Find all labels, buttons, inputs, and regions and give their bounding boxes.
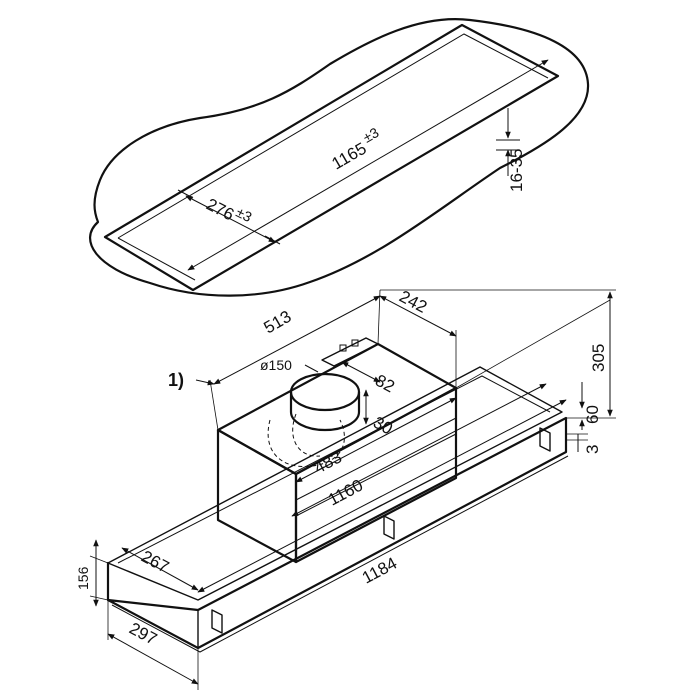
dim-total-height: 305	[380, 289, 616, 419]
svg-text:±3: ±3	[234, 204, 255, 225]
cutout-width-label: 276 ±3	[203, 195, 255, 226]
svg-text:297: 297	[126, 619, 160, 649]
cutout-length-dim-line	[187, 59, 549, 271]
motor-housing-front	[216, 428, 298, 564]
svg-text:1165: 1165	[329, 139, 370, 174]
dim-front-height: 156	[75, 539, 109, 607]
svg-text:30: 30	[370, 413, 396, 439]
duct-rim-top	[289, 372, 361, 412]
frame-top-face	[107, 366, 563, 601]
cutout-dims: 276 ±3 1165 ±3	[177, 59, 549, 271]
duct-connector	[267, 372, 361, 467]
svg-text:1): 1)	[168, 370, 184, 390]
duct-hidden-curve	[292, 413, 321, 457]
panel-outline	[88, 18, 590, 297]
dim-frame-height: 60	[579, 382, 602, 430]
dim-body-depth: 267	[121, 547, 199, 591]
control-box	[321, 337, 379, 367]
callout-1: 1)	[168, 370, 215, 390]
svg-text:16-35: 16-35	[507, 149, 526, 192]
panel-thickness-dim: 16-35	[496, 108, 526, 192]
clip-front-left	[211, 609, 223, 634]
svg-text:82: 82	[372, 371, 398, 397]
cutout-length-label: 1165 ±3	[329, 124, 382, 174]
dim-overall-depth: 297	[107, 600, 199, 690]
dim-motor-depth: 242	[379, 287, 457, 388]
svg-text:513: 513	[261, 307, 295, 338]
dim-frame-lip: 3	[566, 433, 602, 454]
cutout-width-ext	[177, 189, 194, 199]
svg-text:60: 60	[583, 405, 602, 424]
clip-front-mid	[383, 515, 395, 540]
dim-motor-width: 513	[209, 289, 381, 431]
callout-arrow	[195, 379, 215, 386]
svg-text:ø150: ø150	[260, 357, 292, 373]
svg-text:305: 305	[589, 344, 608, 372]
svg-text:242: 242	[396, 287, 430, 317]
cutout-inner-side	[117, 237, 196, 281]
mounting-clips	[211, 427, 551, 634]
dim-duct-diameter: ø150	[260, 357, 319, 373]
svg-text:3: 3	[583, 445, 602, 454]
svg-text:±3: ±3	[360, 124, 382, 146]
svg-text:156: 156	[75, 566, 91, 590]
